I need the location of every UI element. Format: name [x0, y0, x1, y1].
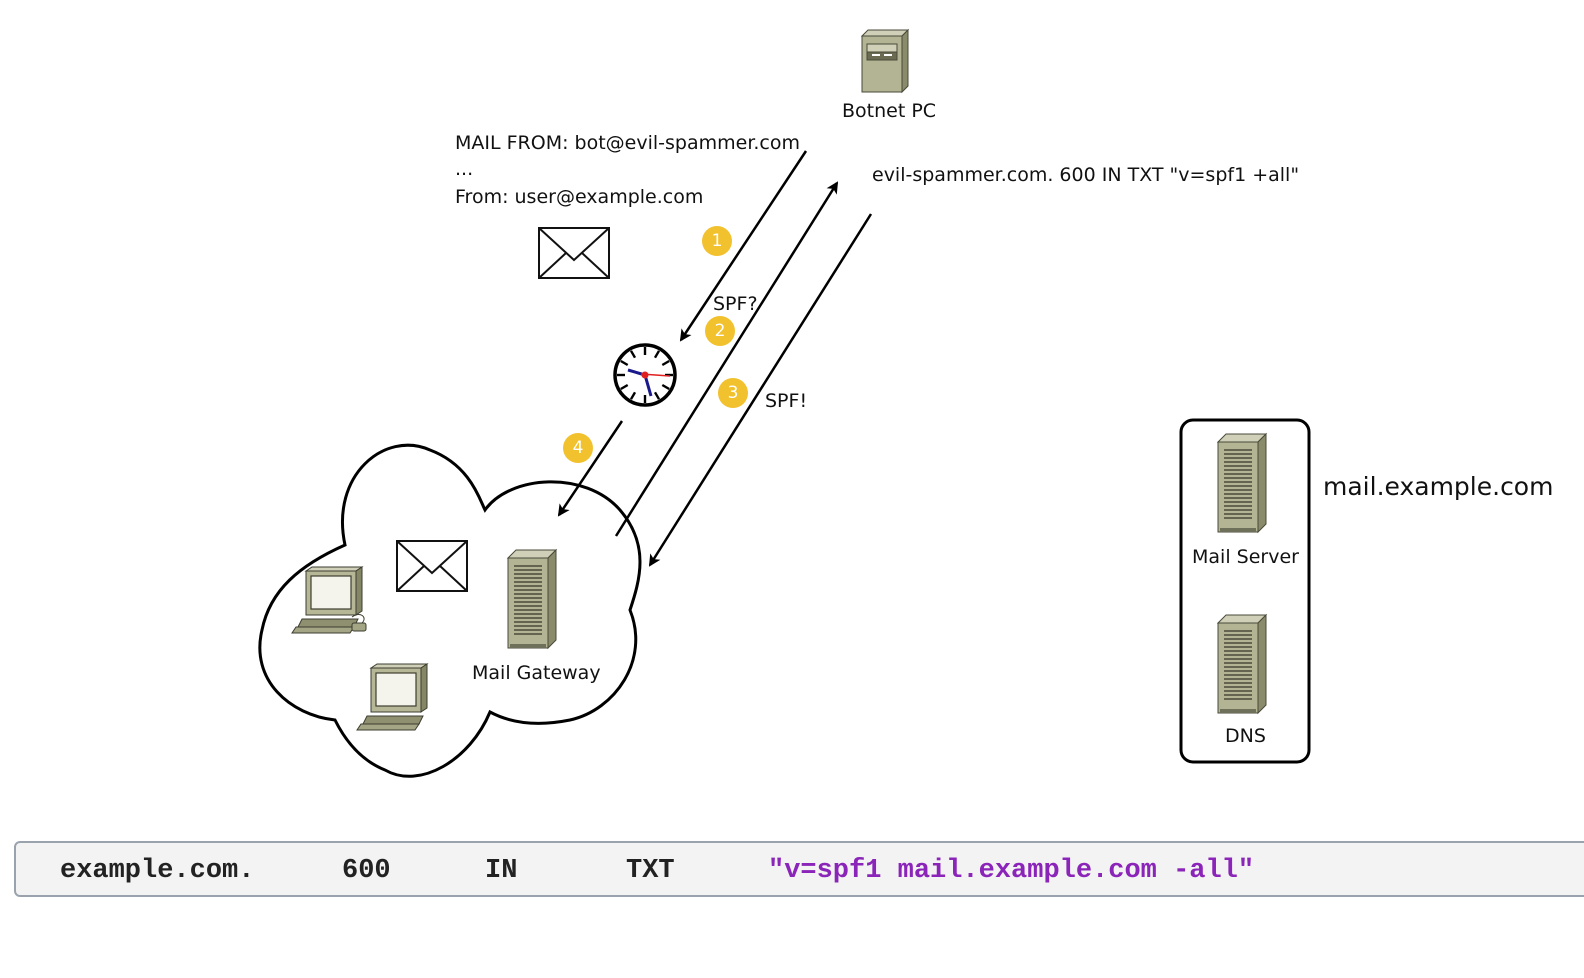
arrow-step-2 [614, 181, 839, 537]
spf-answer-label: SPF! [765, 390, 808, 412]
record-name: example.com. [60, 856, 255, 886]
record-value: "v=spf1 mail.example.com -all" [768, 856, 1255, 886]
network-cloud [258, 443, 642, 778]
evil-spf-record: evil-spammer.com. 600 IN TXT "v=spf1 +al… [872, 164, 1300, 186]
spf-record-box: example.com. 600 IN TXT "v=spf1 mail.exa… [14, 841, 1584, 897]
mail-server-icon [1217, 433, 1267, 533]
step-badge-3: 3 [718, 378, 748, 408]
dns-server-icon [1217, 614, 1267, 714]
record-ttl: 600 [342, 856, 391, 886]
spf-query-label: SPF? [713, 293, 758, 315]
mail-gateway-server-icon [507, 549, 557, 649]
mail-from-line: MAIL FROM: bot@evil-spammer.com [455, 132, 801, 154]
botnet-pc-icon [860, 28, 910, 94]
mail-domain-box [1179, 418, 1311, 764]
arrow-step-1 [679, 150, 808, 342]
mail-gateway-label: Mail Gateway [472, 662, 601, 684]
step-badge-1: 1 [702, 226, 732, 256]
clock-icon [613, 343, 677, 407]
arrow-step-4 [557, 420, 624, 517]
arrow-step-3 [648, 213, 873, 567]
step-badge-4: 4 [563, 433, 593, 463]
envelope-icon [538, 227, 610, 279]
record-type: TXT [626, 856, 675, 886]
step-badge-2: 2 [705, 316, 735, 346]
dns-label: DNS [1225, 725, 1266, 747]
botnet-pc-label: Botnet PC [842, 100, 937, 122]
from-header-line: From: user@example.com [455, 186, 704, 208]
workstation-icon [291, 566, 367, 634]
mail-domain-label: mail.example.com [1323, 472, 1554, 501]
ellipsis-line: ... [455, 158, 474, 180]
envelope-inside-icon [396, 540, 468, 592]
record-class: IN [485, 856, 518, 886]
mail-server-label: Mail Server [1192, 546, 1299, 568]
